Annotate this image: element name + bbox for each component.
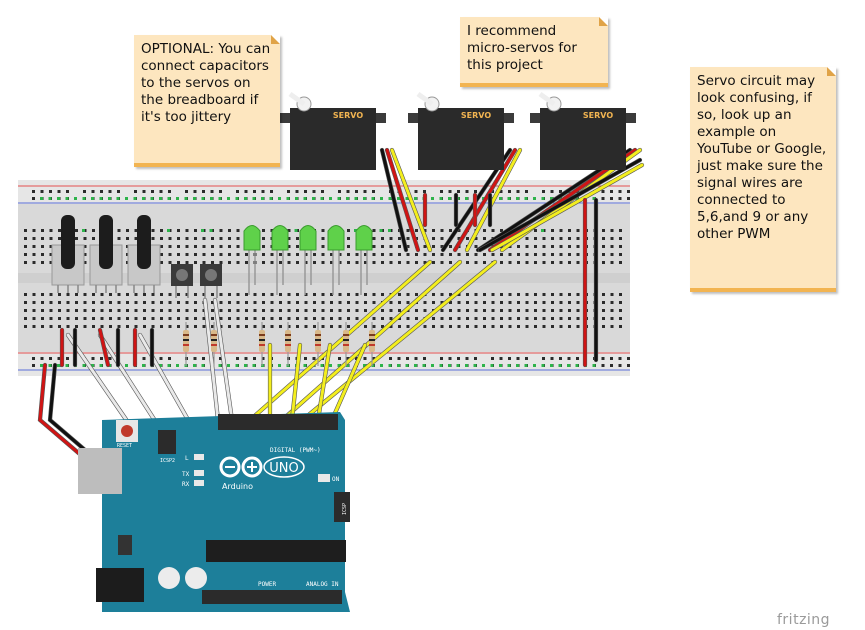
led-4-body <box>328 226 344 251</box>
servo-1: SERVO <box>280 94 386 170</box>
led-5-body <box>356 226 372 251</box>
l-label: L <box>185 455 189 462</box>
icsp2-label: ICSP2 <box>160 458 175 464</box>
servo-2: SERVO <box>408 94 514 170</box>
tx-label: TX <box>182 471 190 478</box>
potentiometers <box>52 215 160 293</box>
reset-label: RESET <box>117 443 132 449</box>
servo-1-label: SERVO <box>333 111 363 120</box>
l-led <box>194 454 204 460</box>
on-label: ON <box>332 476 340 483</box>
potentiometer-3-knob <box>137 215 151 269</box>
atmega-chip <box>206 540 346 562</box>
power-analog-header <box>202 590 342 604</box>
power-label: POWER <box>258 581 276 588</box>
icsp-label: ICSP <box>342 503 348 515</box>
potentiometer-1-knob <box>61 215 75 269</box>
arduino-uno-board: UNO Arduino DIGITAL (PWM~) ANALOG IN POW… <box>78 412 350 612</box>
icsp2-header <box>158 430 176 454</box>
digital-label: DIGITAL (PWM~) <box>270 447 321 454</box>
note-servo-circuit-text: Servo circuit may look confusing, if so,… <box>697 73 826 242</box>
tx-led <box>194 470 204 476</box>
note-servo-circuit: Servo circuit may look confusing, if so,… <box>690 67 836 292</box>
note-micro-servos: I recommend micro-servos for this projec… <box>460 17 608 87</box>
regulator <box>118 535 132 555</box>
servo-3-label: SERVO <box>583 111 613 120</box>
note-capacitors: OPTIONAL: You can connect capacitors to … <box>134 35 280 167</box>
rx-label: RX <box>182 481 190 488</box>
on-led <box>318 474 330 482</box>
capacitor-2 <box>185 567 207 589</box>
brand-label: Arduino <box>222 482 253 491</box>
servo-3: SERVO <box>530 94 636 170</box>
note-micro-servos-text: I recommend micro-servos for this projec… <box>467 23 577 73</box>
led-2-body <box>272 226 288 251</box>
servo-2-label: SERVO <box>461 111 491 120</box>
fritzing-watermark: fritzing <box>777 612 830 628</box>
power-jack <box>96 568 144 602</box>
digital-header <box>218 414 338 430</box>
led-3-body <box>300 226 316 251</box>
rx-led <box>194 480 204 486</box>
potentiometer-2-knob <box>99 215 113 269</box>
capacitor-1 <box>158 567 180 589</box>
servos: SERVO SERVO SERVO <box>280 94 636 170</box>
note-capacitors-text: OPTIONAL: You can connect capacitors to … <box>141 41 270 125</box>
usb-connector <box>78 448 122 494</box>
led-1-body <box>244 226 260 251</box>
analog-label: ANALOG IN <box>306 581 339 588</box>
uno-label: UNO <box>269 461 298 476</box>
